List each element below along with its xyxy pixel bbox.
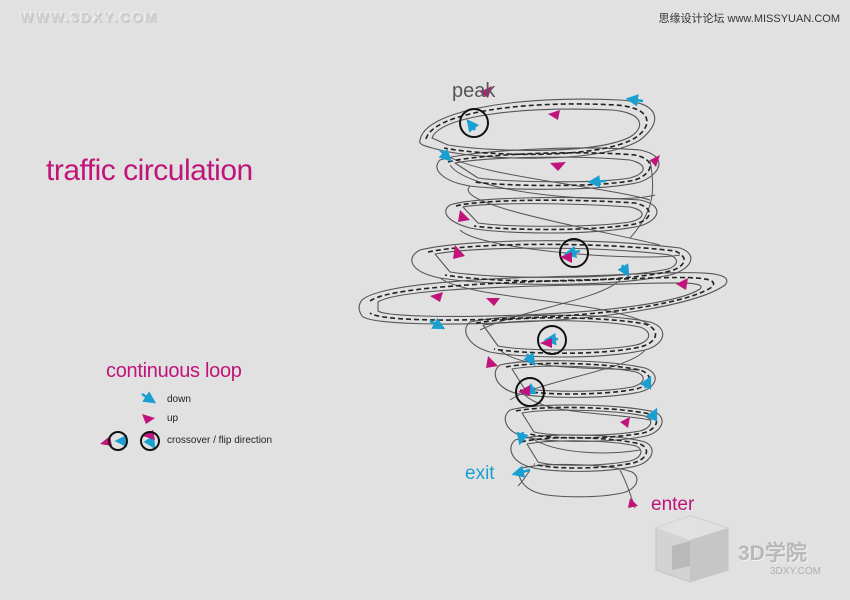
legend-symbols (108, 431, 160, 451)
up-arrow (550, 162, 566, 171)
down-arrow (563, 245, 581, 259)
legend-label-up: up (167, 413, 179, 424)
legend-label-down: down (167, 394, 191, 405)
loop-2-inner (454, 156, 644, 183)
centerline-1 (425, 103, 648, 156)
legend-title: continuous loop (106, 360, 242, 382)
up-arrow (430, 292, 443, 302)
crossover-4 (515, 377, 545, 407)
legend-crossover-circle (108, 431, 128, 451)
up-arrow (548, 110, 560, 120)
ramp-link-5 (459, 229, 681, 258)
centerline-9 (520, 436, 648, 469)
loop-9-inner (526, 440, 642, 466)
ramp-link-6 (439, 277, 651, 326)
diagram-title: traffic circulation (46, 154, 253, 187)
up-arrow (486, 356, 498, 368)
down-arrow (617, 263, 630, 278)
up-arrow (560, 252, 572, 263)
loop-7 (494, 360, 656, 398)
crossover-peak (459, 108, 489, 138)
up-arrow (142, 414, 155, 424)
ramp-link-10 (524, 394, 651, 421)
down-arrow (625, 94, 644, 107)
loop-10 (518, 463, 638, 498)
watermark-logo-sub: 3DXY.COM (770, 566, 821, 577)
loop-6-inner (482, 320, 650, 351)
up-arrow (486, 298, 500, 306)
loop-3-inner (462, 203, 643, 227)
loop-4-inner (434, 247, 678, 278)
ramp-link-3 (467, 185, 661, 246)
ramp-link-7 (479, 279, 621, 331)
loop-9 (510, 434, 653, 472)
crossovers (459, 108, 589, 407)
logo-cube-icon (655, 515, 729, 583)
down-arrow (143, 435, 156, 450)
centerline-8 (515, 406, 658, 439)
loop-4 (411, 240, 692, 285)
up-arrow (628, 498, 638, 508)
ramp-loops (358, 98, 728, 509)
ramp-link-4 (629, 159, 654, 239)
ramp-link-8 (499, 349, 641, 371)
up-arrow (458, 210, 470, 222)
watermark-top-left: WWW.3DXY.COM (20, 9, 159, 25)
down-arrow (516, 431, 529, 446)
ramp-link-2 (449, 164, 656, 200)
down-arrow (511, 465, 531, 478)
up-arrow (453, 245, 465, 259)
label-enter: enter (651, 494, 695, 515)
up-arrow (518, 385, 530, 396)
down-arrow (639, 375, 652, 390)
ramp-link-13 (517, 469, 531, 487)
centerline-3 (455, 199, 651, 231)
loop-6 (465, 314, 664, 358)
ramp-link-1 (439, 149, 651, 201)
down-arrow (645, 407, 658, 422)
down-arrow (141, 391, 157, 404)
up-arrow (676, 278, 688, 290)
label-peak: peak (452, 80, 496, 102)
down-arrow (587, 175, 607, 188)
up-arrow (540, 338, 552, 348)
down-arrow (438, 148, 452, 162)
down-arrows (114, 94, 658, 478)
legend-flip-circle (140, 431, 160, 451)
loop-5-inner (377, 282, 702, 317)
crossover-2 (559, 238, 589, 268)
ramp-link-11 (529, 436, 641, 454)
watermark-top-right: 思缘设计论坛 www.MISSYUAN.COM (658, 13, 840, 25)
centerline-4 (427, 243, 685, 282)
down-arrow (466, 119, 480, 133)
down-arrow (523, 352, 536, 367)
legend-label-crossover: crossover / flip direction (167, 435, 273, 446)
label-exit: exit (465, 463, 495, 484)
crossover-3 (537, 325, 567, 355)
loop-5 (358, 272, 728, 325)
loop-8-inner (521, 409, 652, 436)
up-arrows (100, 86, 688, 508)
up-arrow (620, 417, 630, 428)
up-arrow (650, 155, 660, 167)
down-arrow (429, 317, 446, 330)
watermark-logo-text: 3D学院 (738, 542, 807, 565)
up-arrow (480, 86, 492, 98)
centerline-2 (447, 152, 651, 187)
centerline-5 (369, 276, 715, 321)
